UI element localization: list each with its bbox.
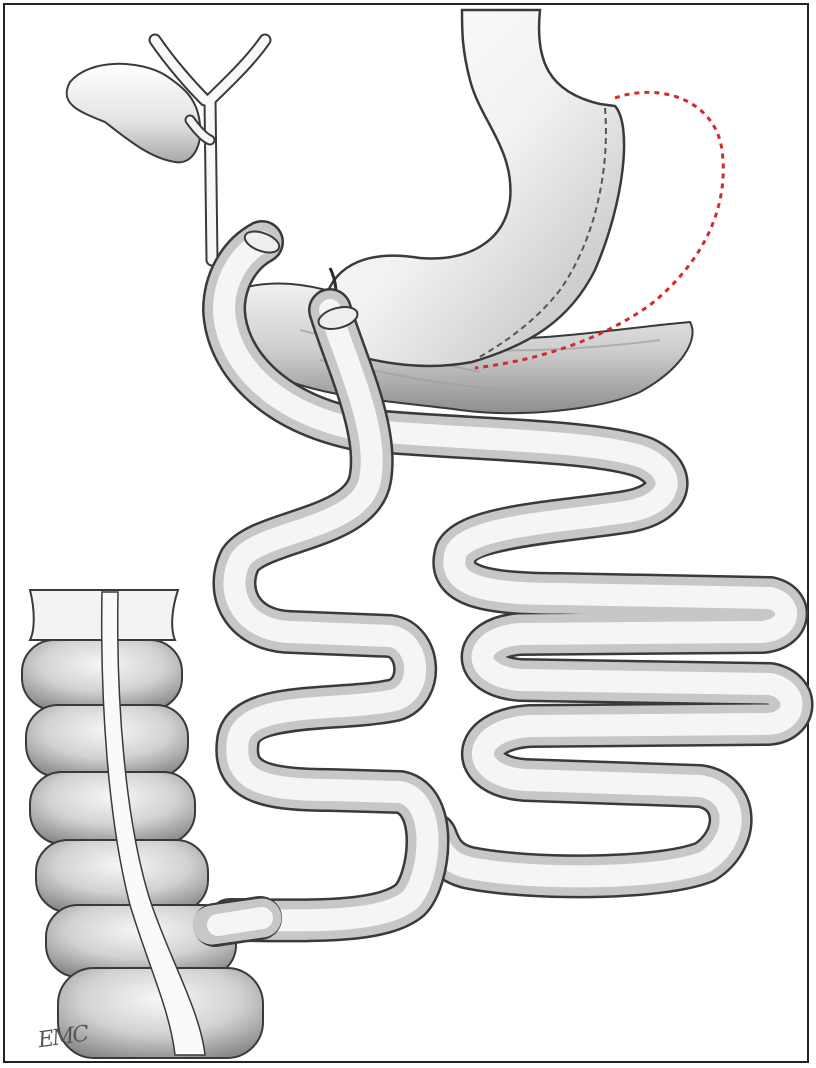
ileocolic-anastomosis [212,918,262,925]
gastric-sleeve [320,10,624,366]
colon-haustra [22,640,263,1058]
colon [22,590,263,1058]
